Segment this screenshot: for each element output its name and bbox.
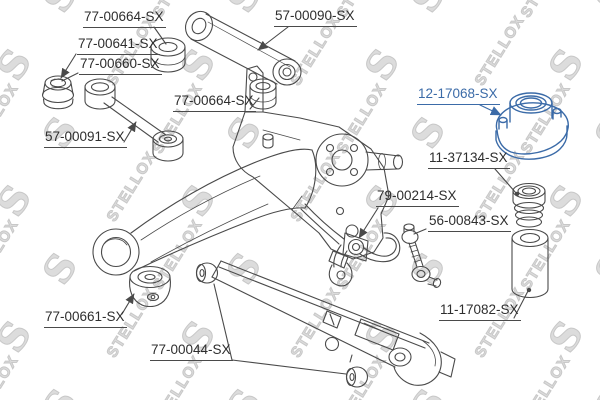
part-stabilizer-link bbox=[401, 223, 442, 288]
part-label-12-17068-highlighted[interactable]: 12-17068-SX bbox=[417, 86, 500, 105]
part-label-79-00214[interactable]: 79-00214-SX bbox=[376, 188, 459, 207]
part-label-57-00090[interactable]: 57-00090-SX bbox=[274, 8, 357, 27]
part-bump-stop bbox=[512, 182, 546, 228]
part-lateral-rod bbox=[84, 78, 184, 162]
leader-lines bbox=[60, 26, 532, 375]
part-label-11-17082[interactable]: 11-17082-SX bbox=[439, 302, 521, 321]
part-label-77-00660[interactable]: 77-00660-SX bbox=[79, 56, 162, 75]
part-label-77-00664-upper[interactable]: 77-00664-SX bbox=[83, 9, 166, 28]
part-label-11-37134[interactable]: 11-37134-SX bbox=[428, 150, 510, 169]
part-lower-arm bbox=[195, 260, 456, 388]
part-bushing-77-00664-upper bbox=[150, 37, 186, 73]
part-label-57-00091[interactable]: 57-00091-SX bbox=[44, 129, 127, 148]
part-label-77-00661[interactable]: 77-00661-SX bbox=[44, 309, 127, 328]
part-dust-cover bbox=[511, 228, 549, 299]
part-label-77-00664-lower[interactable]: 77-00664-SX bbox=[173, 93, 256, 112]
part-bushing-77-00661 bbox=[129, 265, 171, 308]
part-label-77-00044[interactable]: 77-00044-SX bbox=[150, 342, 233, 361]
part-stabilizer-bar bbox=[300, 203, 401, 287]
part-label-77-00641[interactable]: 77-00641-SX bbox=[77, 36, 160, 55]
part-trailing-arm-large bbox=[92, 148, 317, 276]
part-label-56-00843[interactable]: 56-00843-SX bbox=[428, 213, 511, 232]
part-knuckle-hub bbox=[232, 65, 404, 260]
part-stop-77-00641 bbox=[41, 75, 75, 110]
part-strut-mount-highlighted bbox=[495, 92, 569, 160]
